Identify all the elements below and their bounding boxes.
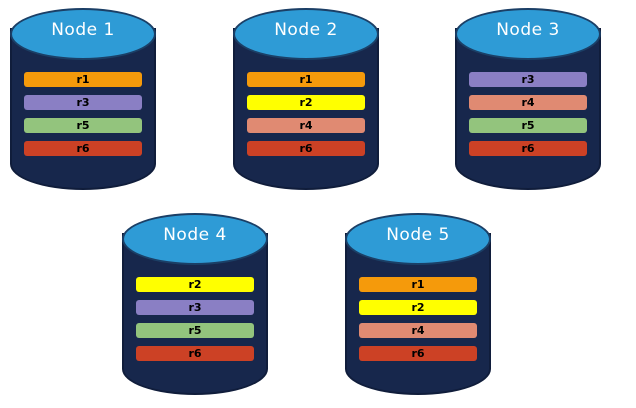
cylinder-top-icon [345, 213, 491, 265]
database-node-4[interactable]: Node 4 r2 r3 r5 r6 [122, 213, 268, 395]
replica-list: r2 r3 r5 r6 [122, 277, 268, 361]
replica-label: r6 [76, 142, 90, 155]
replica-bar[interactable]: r1 [24, 72, 142, 87]
cylinder-top-icon [10, 8, 156, 60]
node-label: Node 4 [163, 225, 227, 245]
database-node-2[interactable]: Node 2 r1 r2 r4 r6 [233, 8, 379, 190]
replica-label: r2 [411, 301, 425, 314]
database-node-5[interactable]: Node 5 r1 r2 r4 r6 [345, 213, 491, 395]
database-node-1[interactable]: Node 1 r1 r3 r5 r6 [10, 8, 156, 190]
replica-bar[interactable]: r5 [136, 323, 254, 338]
replica-label: r3 [521, 73, 535, 86]
replica-bar[interactable]: r3 [24, 95, 142, 110]
replica-label: r1 [299, 73, 313, 86]
replica-label: r5 [521, 119, 535, 132]
replica-label: r5 [188, 324, 202, 337]
replica-label: r3 [76, 96, 90, 109]
replica-bar[interactable]: r6 [136, 346, 254, 361]
replica-label: r6 [299, 142, 313, 155]
node-label: Node 1 [51, 20, 115, 40]
replica-label: r5 [76, 119, 90, 132]
node-label: Node 2 [274, 20, 338, 40]
replica-label: r1 [76, 73, 90, 86]
replica-bar[interactable]: r4 [469, 95, 587, 110]
replica-bar[interactable]: r6 [24, 141, 142, 156]
replica-bar[interactable]: r2 [136, 277, 254, 292]
replica-label: r4 [411, 324, 425, 337]
replica-label: r2 [299, 96, 313, 109]
replica-label: r4 [521, 96, 535, 109]
replica-list: r1 r3 r5 r6 [10, 72, 156, 156]
replica-list: r3 r4 r5 r6 [455, 72, 601, 156]
replica-label: r3 [188, 301, 202, 314]
replica-label: r6 [521, 142, 535, 155]
replica-bar[interactable]: r4 [247, 118, 365, 133]
node-label: Node 5 [386, 225, 450, 245]
replica-bar[interactable]: r3 [469, 72, 587, 87]
replica-bar[interactable]: r5 [24, 118, 142, 133]
replica-bar[interactable]: r6 [359, 346, 477, 361]
cylinder-top-icon [233, 8, 379, 60]
replica-list: r1 r2 r4 r6 [345, 277, 491, 361]
node-label: Node 3 [496, 20, 560, 40]
replica-list: r1 r2 r4 r6 [233, 72, 379, 156]
replica-bar[interactable]: r4 [359, 323, 477, 338]
replica-bar[interactable]: r2 [359, 300, 477, 315]
replica-bar[interactable]: r1 [359, 277, 477, 292]
replica-label: r6 [411, 347, 425, 360]
replica-bar[interactable]: r5 [469, 118, 587, 133]
replica-label: r1 [411, 278, 425, 291]
cylinder-top-icon [122, 213, 268, 265]
replica-bar[interactable]: r1 [247, 72, 365, 87]
database-node-3[interactable]: Node 3 r3 r4 r5 r6 [455, 8, 601, 190]
replica-label: r2 [188, 278, 202, 291]
replica-bar[interactable]: r6 [247, 141, 365, 156]
replica-bar[interactable]: r3 [136, 300, 254, 315]
replica-bar[interactable]: r6 [469, 141, 587, 156]
replica-bar[interactable]: r2 [247, 95, 365, 110]
cylinder-top-icon [455, 8, 601, 60]
replica-label: r4 [299, 119, 313, 132]
replica-label: r6 [188, 347, 202, 360]
